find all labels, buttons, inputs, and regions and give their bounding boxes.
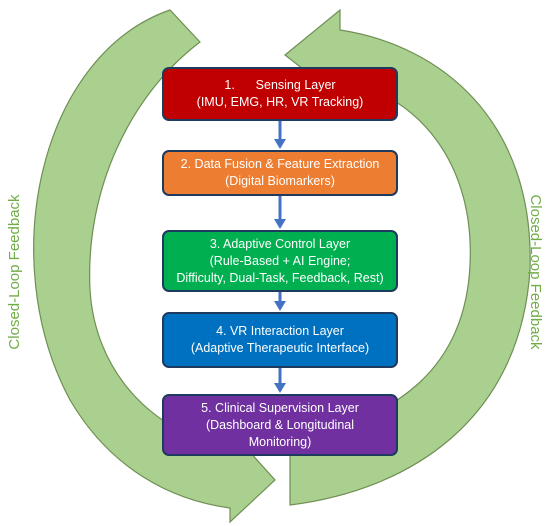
connector-arrow-1-2 — [274, 121, 286, 149]
data-fusion-layer-box: 2. Data Fusion & Feature Extraction (Dig… — [162, 150, 398, 196]
connector-arrow-3-4 — [274, 292, 286, 311]
clinical-supervision-layer-box: 5. Clinical Supervision Layer (Dashboard… — [162, 394, 398, 456]
layer-4-detail: (Adaptive Therapeutic Interface) — [190, 341, 370, 355]
layer-2-title: 2. Data Fusion & Feature Extraction — [180, 157, 380, 171]
layer-1-title: 1. Sensing Layer — [224, 78, 336, 92]
vr-interaction-layer-box: 4. VR Interaction Layer (Adaptive Therap… — [162, 312, 398, 368]
layer-5-detail-2: Monitoring) — [248, 434, 312, 449]
connector-arrow-2-3 — [274, 196, 286, 229]
layer-1-detail: (IMU, EMG, HR, VR Tracking) — [196, 95, 364, 109]
layer-2-detail: (Digital Biomarkers) — [225, 174, 335, 188]
left-feedback-label: Closed-Loop Feedback — [6, 194, 23, 350]
layer-4-title: 4. VR Interaction Layer — [216, 324, 344, 338]
layer-5-title: 5. Clinical Supervision Layer — [201, 400, 359, 415]
layer-5-detail-1: (Dashboard & Longitudinal — [205, 417, 355, 432]
sensing-layer-box: 1. Sensing Layer (IMU, EMG, HR, VR Track… — [162, 67, 398, 121]
layer-3-title: 3. Adaptive Control Layer — [209, 236, 351, 251]
layer-3-detail-1: (Rule-Based + AI Engine; — [209, 253, 351, 268]
layer-3-detail-2: Difficulty, Dual-Task, Feedback, Rest) — [176, 270, 384, 285]
right-feedback-label: Closed-Loop Feedback — [527, 194, 544, 350]
right-feedback-arrow — [284, 8, 531, 506]
adaptive-control-layer-box: 3. Adaptive Control Layer (Rule-Based + … — [162, 230, 398, 292]
left-feedback-arrow — [33, 9, 276, 524]
connector-arrow-4-5 — [274, 368, 286, 393]
